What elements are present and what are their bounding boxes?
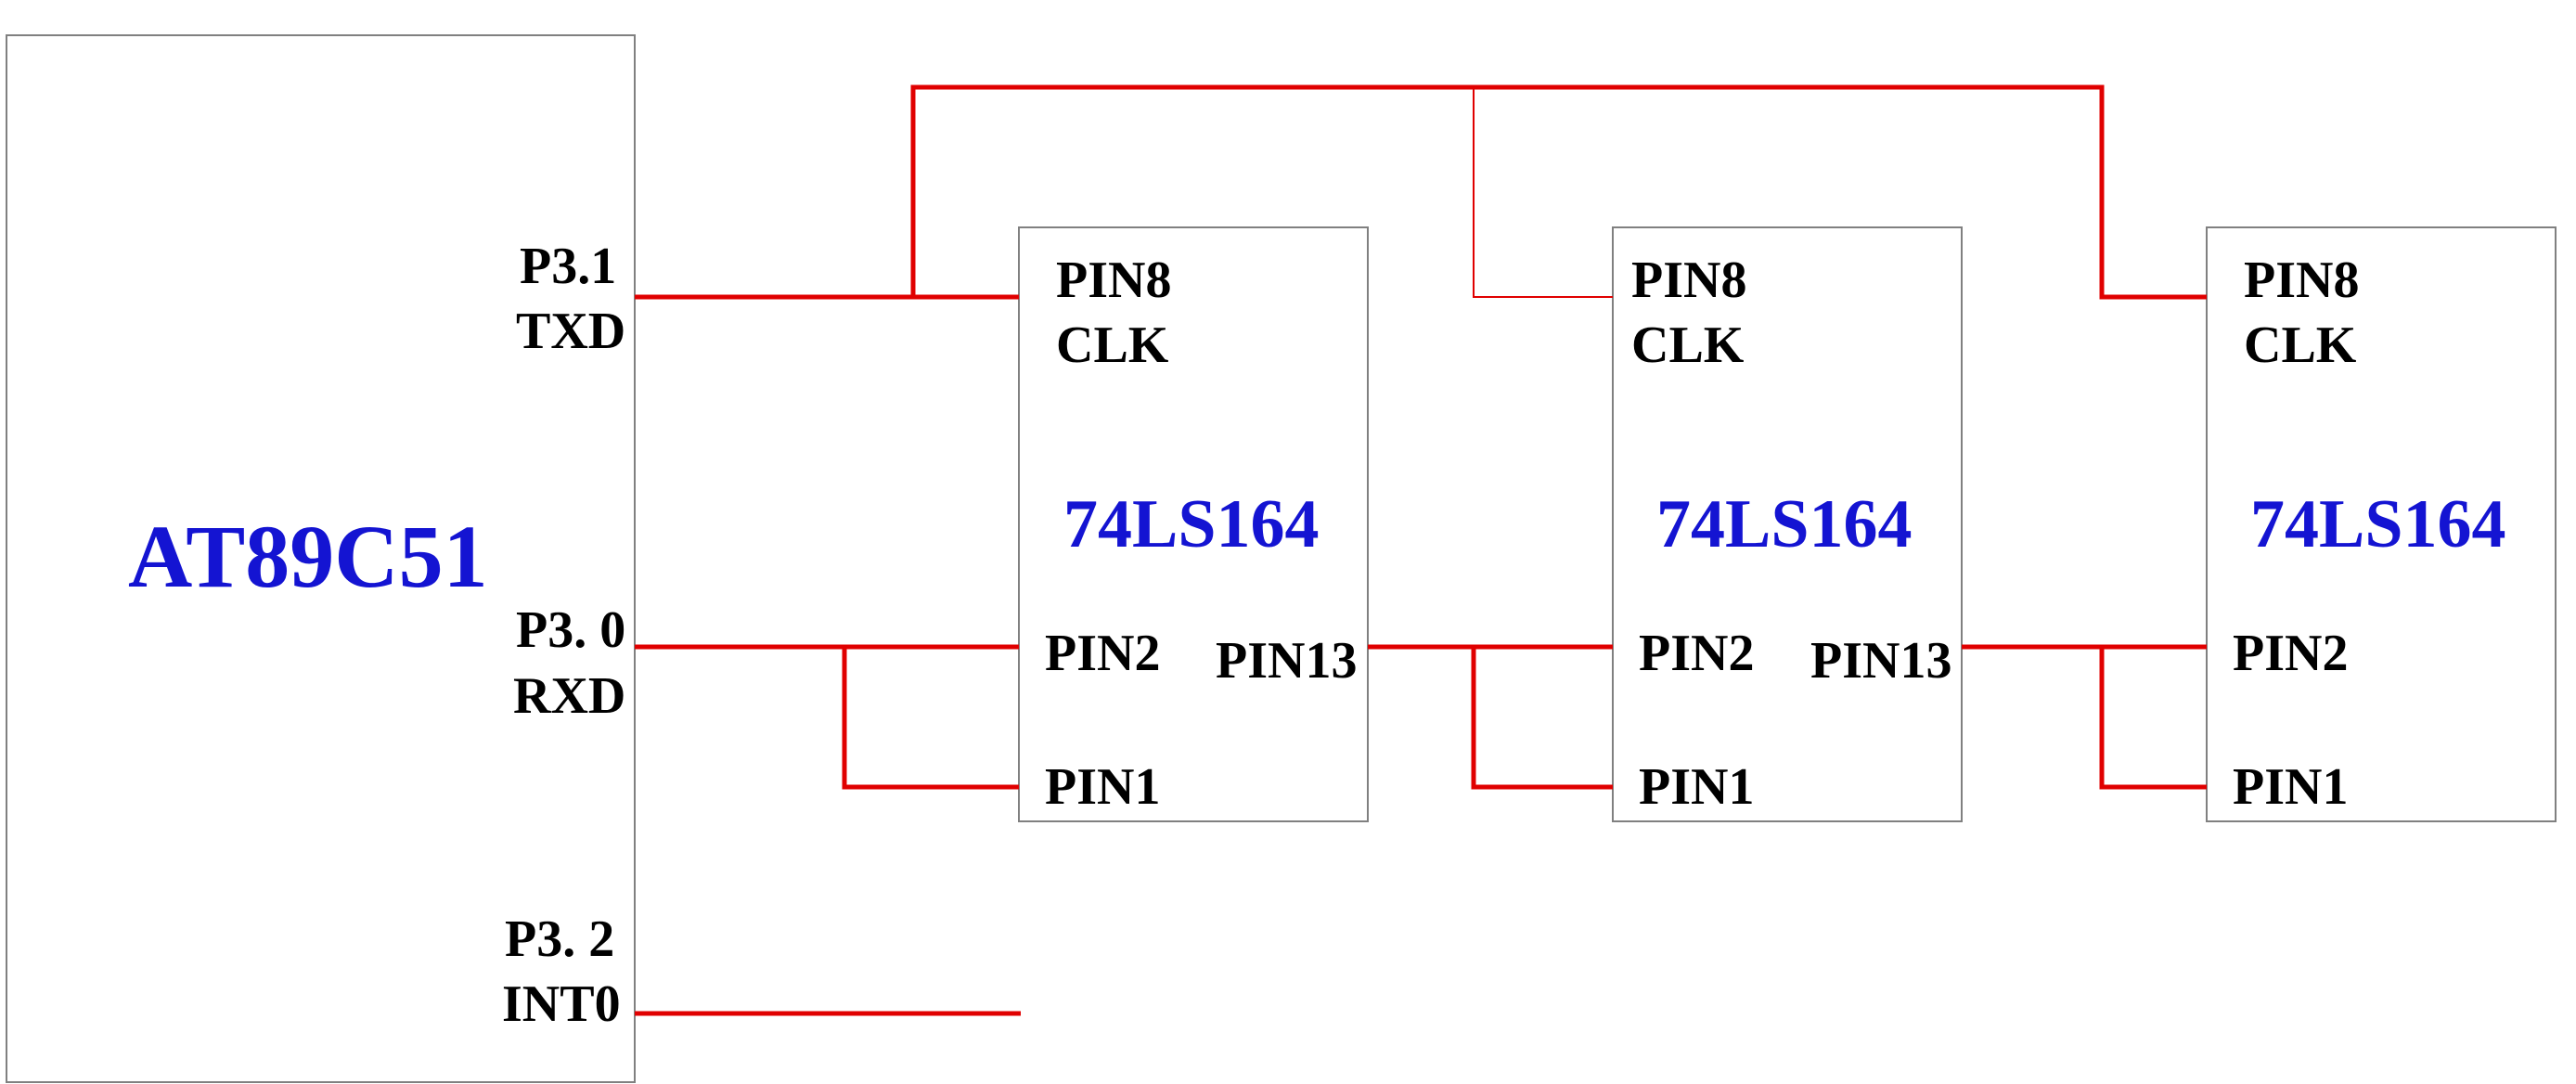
chip-1-pin13: PIN13: [1216, 632, 1357, 690]
chip-2-pin8: PIN8: [1631, 252, 1746, 309]
mcu-pin-p30: P3. 0: [516, 601, 625, 659]
mcu-pin-p31: P3.1: [520, 238, 616, 295]
chip-2-pin2: PIN2: [1639, 625, 1754, 682]
chip-3-clk: CLK: [2244, 316, 2357, 374]
chip-1-pin8: PIN8: [1056, 252, 1171, 309]
clock-bus-wire: [910, 84, 2207, 300]
chip-1-pin2: PIN2: [1045, 625, 1160, 682]
chip-2-box: [1612, 226, 1963, 822]
chip-2-clk: CLK: [1631, 316, 1745, 374]
chip-3-pin1: PIN1: [2233, 758, 2348, 816]
chip-3-name: 74LS164: [2250, 486, 2506, 562]
mcu-pin-p32: P3. 2: [505, 910, 614, 968]
chip1-to-chip2-data-wire: [1368, 644, 1613, 790]
chip-2-name: 74LS164: [1656, 486, 1913, 562]
mcu-box: [6, 34, 636, 1083]
mcu-name: AT89C51: [128, 507, 488, 606]
rxd-to-chip1-data-wire: [635, 644, 1019, 790]
clock-bus-to-chip2-wire: [1473, 87, 1613, 298]
mcu-pin-rxd: RXD: [513, 667, 625, 725]
chip-2-pin1: PIN1: [1639, 758, 1754, 816]
chip-1-pin1: PIN1: [1045, 758, 1160, 816]
chip-2-pin13: PIN13: [1810, 632, 1951, 690]
chip-1-box: [1018, 226, 1369, 822]
mcu-pin-txd: TXD: [516, 303, 625, 360]
chip-1-clk: CLK: [1056, 316, 1169, 374]
chip-3-pin8: PIN8: [2244, 252, 2359, 309]
mcu-pin-int0: INT0: [502, 975, 621, 1033]
chip-1-name: 74LS164: [1063, 486, 1320, 562]
chip2-to-chip3-data-wire: [1962, 644, 2207, 790]
chip-3-pin2: PIN2: [2233, 625, 2348, 682]
chip-3-box: [2206, 226, 2557, 822]
